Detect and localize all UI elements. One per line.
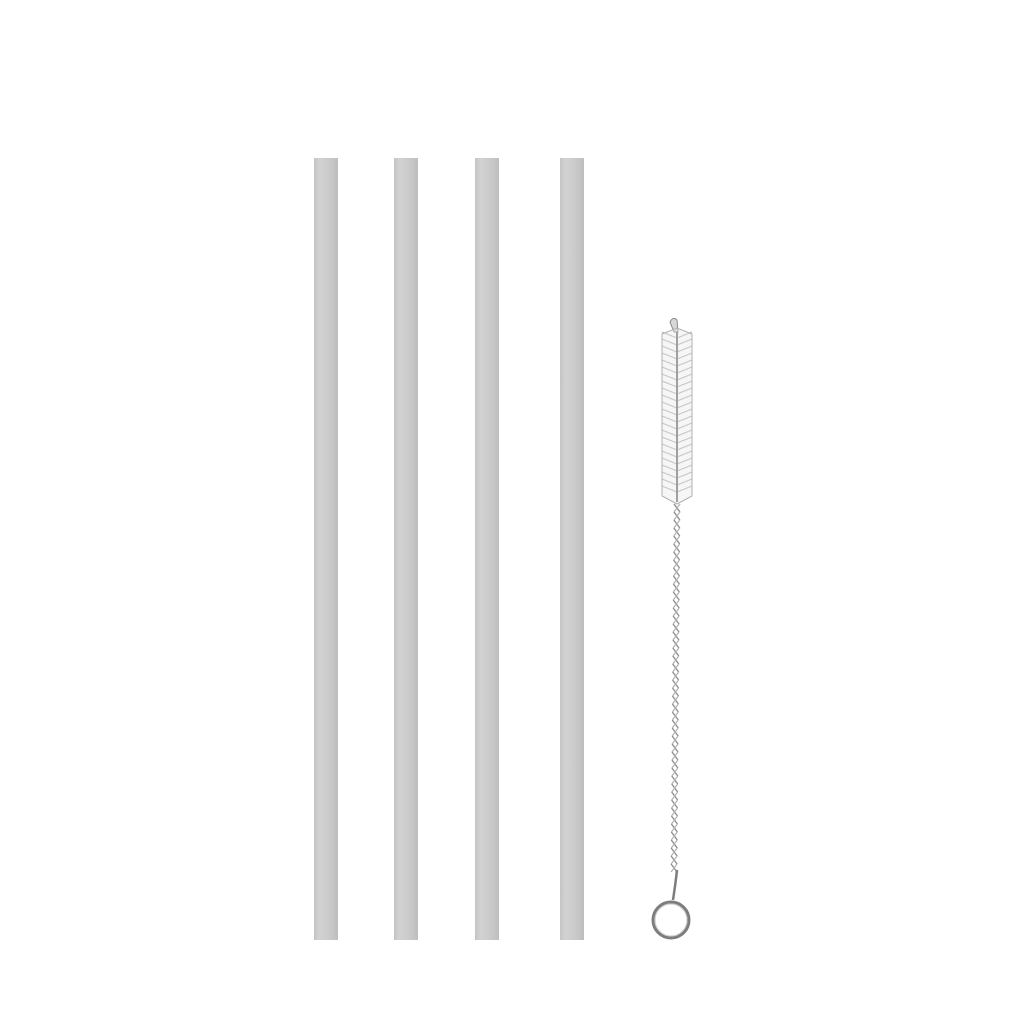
wire-twist — [671, 775, 679, 785]
cleaning-brush — [640, 310, 720, 950]
wire-twist — [671, 799, 679, 809]
wire-twist — [671, 783, 679, 793]
wire-twist — [671, 743, 679, 753]
wire-twist — [672, 575, 680, 585]
wire-twist — [671, 687, 680, 697]
wire-twist — [671, 711, 679, 721]
wire-twist — [673, 551, 681, 561]
straw-3 — [475, 158, 499, 940]
wire-twist — [670, 815, 678, 825]
straw-2 — [394, 158, 418, 940]
wire-twist — [671, 759, 679, 769]
wire-twist — [672, 671, 680, 681]
wire-twist — [671, 719, 679, 729]
wire-twist — [671, 727, 679, 737]
wire-twist — [671, 695, 679, 705]
wire-twist — [670, 839, 678, 849]
wire-twist — [670, 823, 678, 833]
wire-twist — [672, 631, 680, 641]
wire-twist — [673, 559, 681, 569]
straw-1 — [314, 158, 338, 940]
wire-twist — [671, 791, 679, 801]
brush-icon — [651, 317, 693, 940]
wire-twist — [672, 615, 680, 625]
wire-twist — [670, 863, 678, 873]
wire-twist — [672, 639, 680, 649]
wire-twist — [670, 807, 679, 817]
wire-twist — [672, 655, 680, 665]
straw-4 — [560, 158, 584, 940]
wire-twist — [672, 591, 680, 601]
wire-twist — [672, 647, 680, 657]
wire-twist — [673, 511, 681, 521]
wire-twist — [672, 623, 680, 633]
wire-twist — [670, 847, 678, 857]
wire-twist — [672, 583, 680, 593]
wire-twist — [671, 767, 679, 777]
wire-twist — [672, 567, 680, 577]
wire-twist — [673, 503, 681, 513]
wire-twist — [673, 527, 681, 537]
wire-twist — [672, 607, 680, 617]
wire-twist — [671, 703, 679, 713]
wire-twist — [673, 543, 681, 553]
wire-twist — [672, 663, 680, 673]
wire-twist — [670, 855, 678, 865]
wire-twist — [671, 735, 679, 745]
wire-twist — [671, 751, 679, 761]
wire-twist — [673, 535, 681, 545]
wire-twist — [670, 831, 678, 841]
wire-twist — [672, 599, 680, 609]
wire-twist — [672, 679, 680, 689]
wire-twist — [673, 519, 681, 529]
